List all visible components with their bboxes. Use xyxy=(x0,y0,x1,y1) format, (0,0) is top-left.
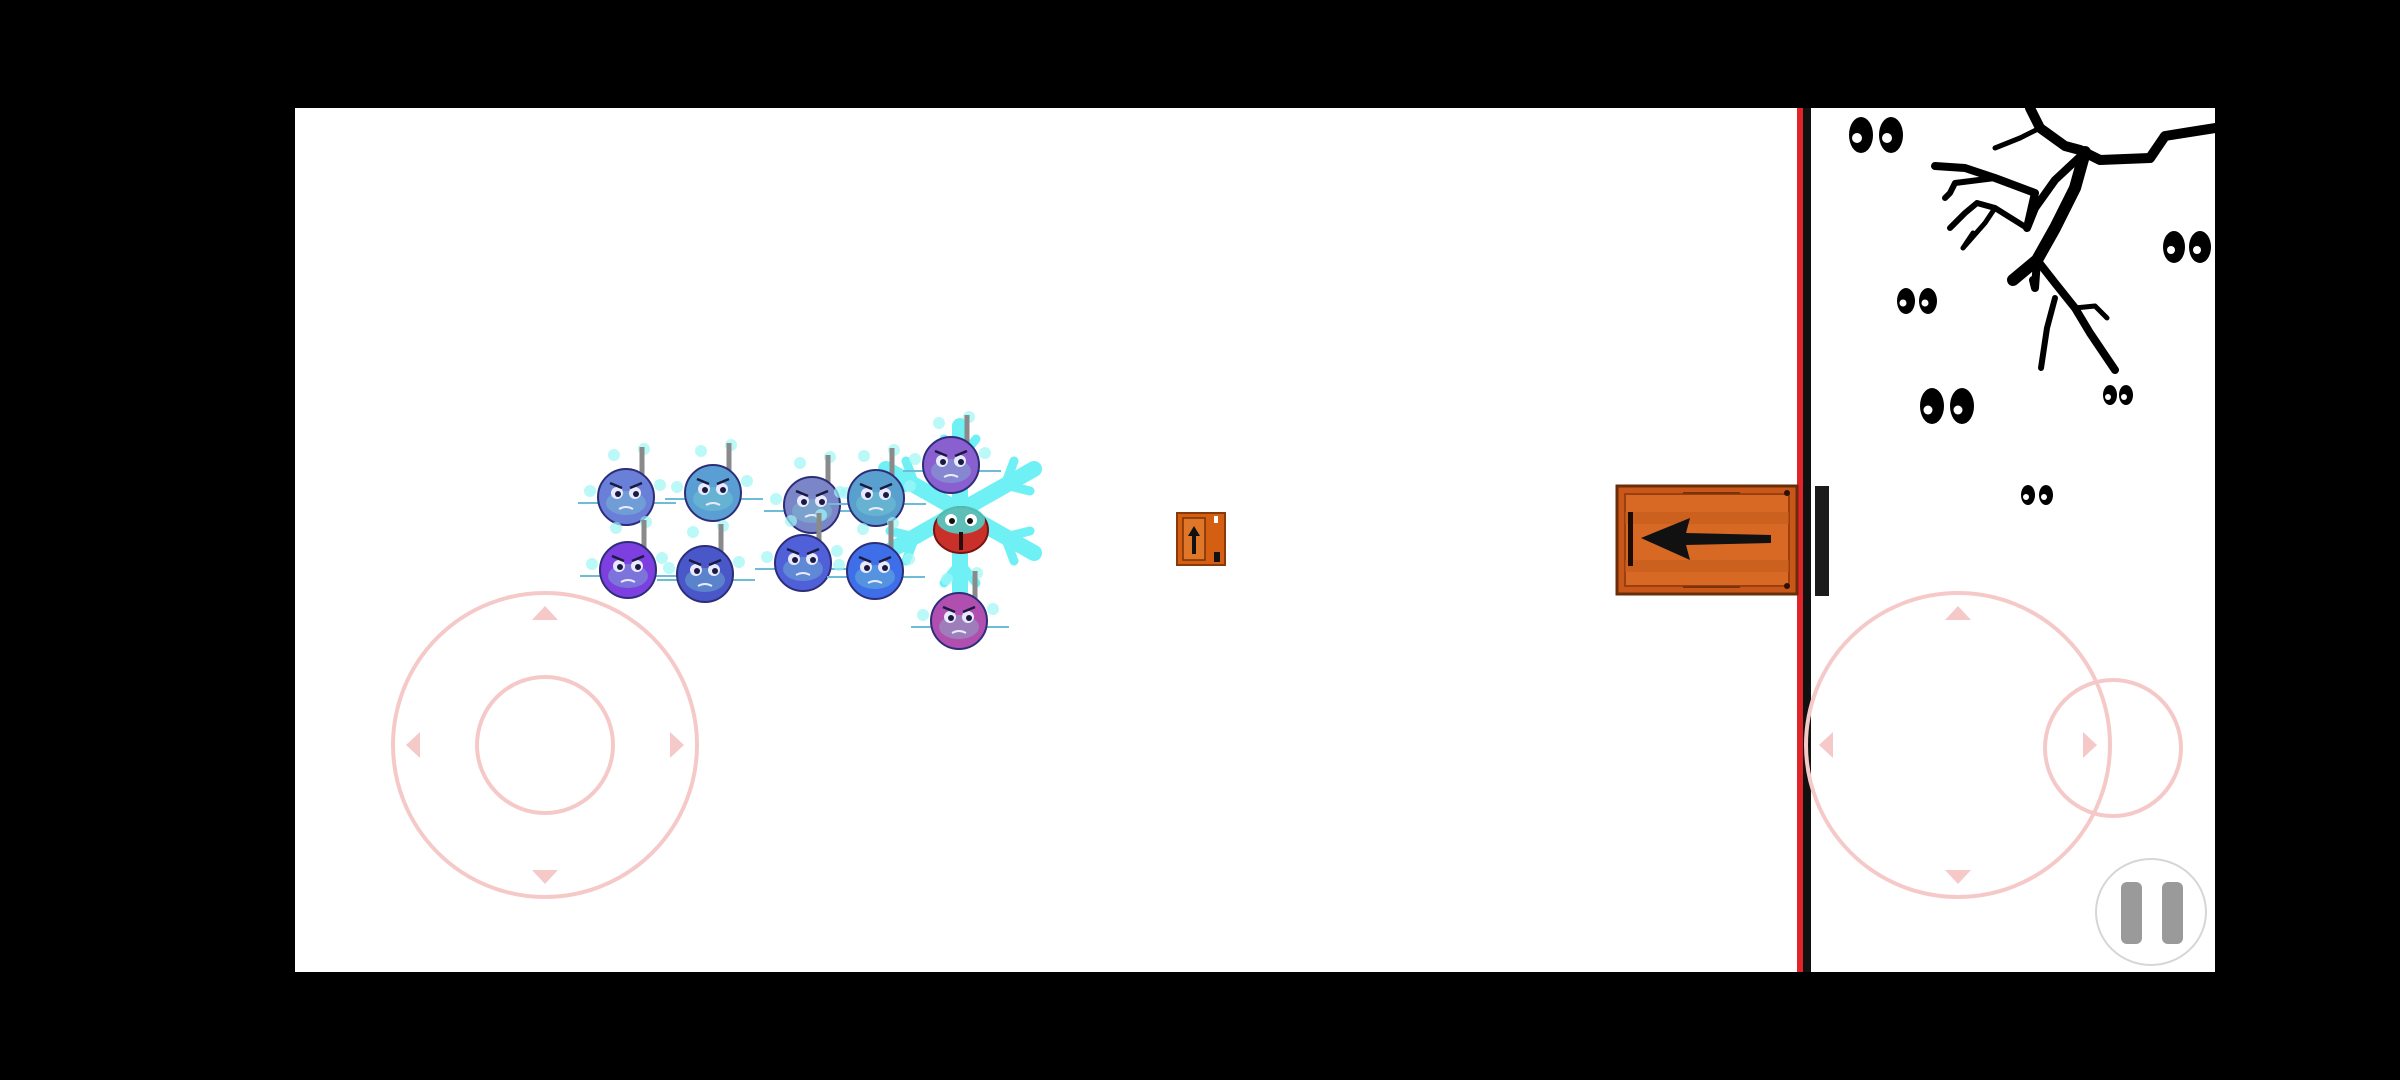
dark-zone xyxy=(1849,108,2215,505)
enemy xyxy=(755,509,853,592)
chevron-up-icon xyxy=(532,606,558,620)
enemy xyxy=(764,451,862,534)
arrow-left-icon xyxy=(1641,518,1771,560)
divider-dark xyxy=(1803,108,1811,972)
exit-sign[interactable] xyxy=(1615,484,1829,596)
enemy xyxy=(911,567,1009,650)
game-scene xyxy=(391,108,2215,972)
crack-icon xyxy=(1931,108,2215,374)
enemy-group xyxy=(578,411,1009,650)
eyes-icon xyxy=(1897,288,1937,314)
arrow-up-crate-icon[interactable] xyxy=(1176,512,1226,566)
player-character xyxy=(933,506,989,554)
enemy xyxy=(580,516,678,599)
eyes-icon xyxy=(2103,385,2133,405)
chevron-right-icon xyxy=(2083,732,2097,758)
chevron-right-icon xyxy=(670,732,684,758)
chevron-down-icon xyxy=(1945,870,1971,884)
eyes-icon xyxy=(1849,117,1903,153)
eyes-icon xyxy=(1920,388,1974,424)
game-arena[interactable] xyxy=(295,108,2215,972)
eyes-icon xyxy=(2021,485,2053,505)
chevron-up-icon xyxy=(1945,606,1971,620)
enemy xyxy=(657,520,755,603)
divider-red xyxy=(1797,108,1803,972)
joystick-knob xyxy=(475,675,615,815)
enemy xyxy=(665,439,763,522)
chevron-left-icon xyxy=(1819,732,1833,758)
joystick-knob xyxy=(2043,678,2183,818)
aim-joystick[interactable] xyxy=(1804,591,2183,899)
enemy xyxy=(578,443,676,526)
enemy xyxy=(903,411,1001,494)
chevron-down-icon xyxy=(532,870,558,884)
pause-button[interactable] xyxy=(2095,858,2207,966)
enemy xyxy=(828,444,926,527)
enemy xyxy=(827,517,925,600)
movement-joystick[interactable] xyxy=(391,591,699,899)
eyes-icon xyxy=(2163,231,2211,263)
chevron-left-icon xyxy=(406,732,420,758)
